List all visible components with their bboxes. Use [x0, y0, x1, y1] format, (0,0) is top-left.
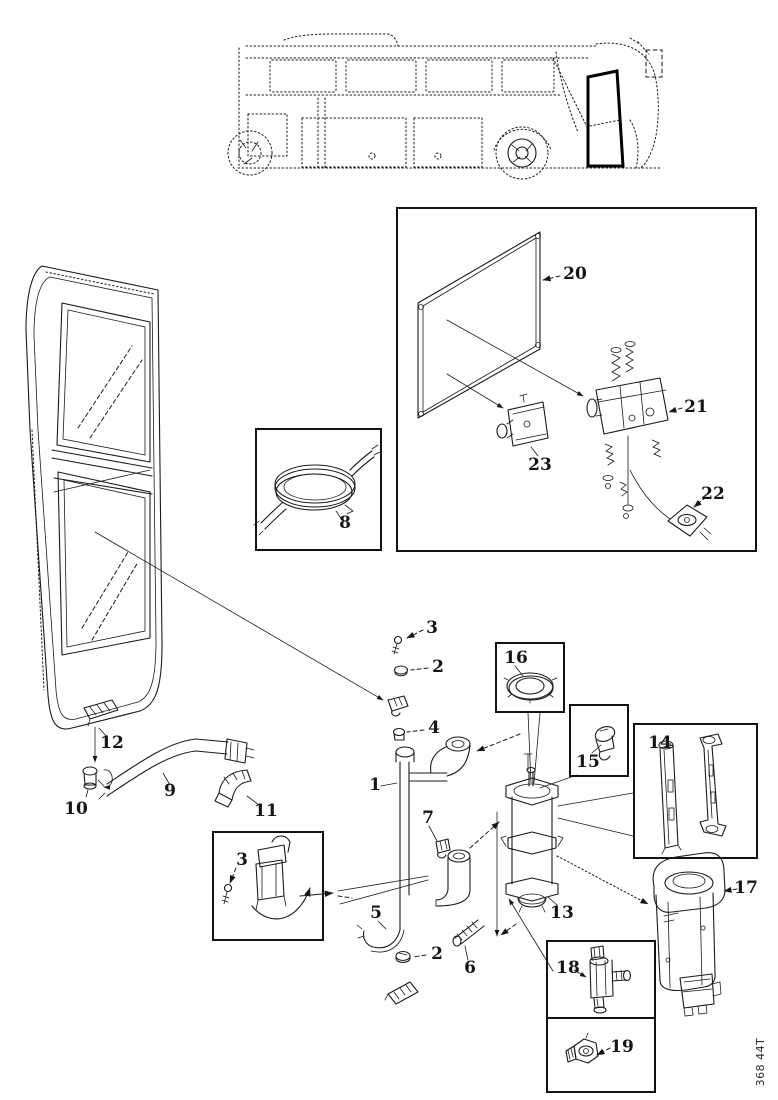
part-9-hose — [97, 738, 255, 800]
callout-13: 13 — [550, 903, 574, 923]
callout-15: 15 — [576, 752, 600, 772]
callout-12: 12 — [100, 733, 124, 753]
callout-5: 5 — [370, 903, 382, 923]
callout-16: 16 — [504, 648, 528, 668]
part-20-panel — [417, 231, 541, 419]
part-5-hose — [356, 924, 405, 953]
callout-labels: 3 2 4 1 16 15 14 12 10 9 11 3 7 5 2 6 13… — [64, 264, 758, 1057]
callout-3-box: 3 — [236, 850, 248, 870]
callout-box-19 — [546, 1017, 656, 1093]
callout-20: 20 — [563, 264, 587, 284]
part-2-nut-bottom — [395, 950, 411, 964]
leader-cylinder-to-17 — [556, 855, 649, 905]
callout-box-3 — [212, 831, 353, 941]
part-12-bracket — [83, 699, 119, 727]
assembly-arrow-6 — [500, 923, 517, 936]
callout-14: 14 — [648, 733, 672, 753]
callout-9: 9 — [164, 781, 176, 801]
part-17-canister — [652, 852, 726, 1017]
part-4-fitting — [392, 727, 406, 741]
callout-23: 23 — [528, 455, 552, 475]
door-leader-line — [94, 531, 384, 701]
bottom-bracket — [384, 981, 419, 1005]
callout-1: 1 — [369, 775, 381, 795]
panel-leader-21 — [446, 319, 584, 397]
panel-leader-23 — [446, 373, 504, 409]
part-6-threaded-fitting — [452, 919, 485, 947]
part-22-connector — [619, 469, 712, 541]
part-21-valve-block — [586, 341, 669, 506]
leader-16-to-cylinder — [527, 712, 541, 784]
drawing-code: 368 44T — [754, 1038, 767, 1087]
part-10-grommet — [82, 766, 113, 798]
callout-7: 7 — [422, 808, 434, 828]
callout-6: 6 — [464, 958, 476, 978]
callout-21: 21 — [684, 397, 708, 417]
callout-17: 17 — [734, 878, 758, 898]
part-1-pipe — [395, 746, 448, 931]
part-2-nut-top — [393, 665, 409, 677]
bus-illustration — [227, 33, 663, 180]
leader-box3-to-elbow — [337, 875, 429, 905]
part-3-screw-top — [391, 635, 403, 655]
callout-box-20-23 — [396, 207, 757, 552]
callout-19: 19 — [610, 1037, 634, 1057]
callout-10: 10 — [64, 799, 88, 819]
callout-box-14 — [633, 723, 758, 859]
part-11-bracket — [214, 769, 252, 808]
callout-2-bottom: 2 — [431, 944, 443, 964]
callout-11: 11 — [254, 801, 278, 821]
callout-2-top: 2 — [432, 657, 444, 677]
callout-8: 8 — [339, 513, 351, 533]
passenger-door — [25, 265, 384, 730]
elbow-lower — [435, 849, 471, 907]
callout-leaders — [98, 275, 738, 1056]
elbow-upper — [430, 736, 471, 777]
part-7-clamp — [435, 838, 451, 859]
callout-22: 22 — [701, 484, 725, 504]
leader-15-to-cylinder — [539, 774, 578, 789]
callout-box-16 — [495, 642, 565, 713]
assembly-arrow-upper — [476, 733, 521, 752]
callout-18: 18 — [556, 958, 580, 978]
pipe-clamp — [387, 695, 409, 717]
callout-3-top: 3 — [426, 618, 438, 638]
bus-door-highlight — [586, 69, 625, 168]
part-13-cylinder — [500, 753, 564, 913]
callout-4: 4 — [428, 718, 440, 738]
part-23-valve — [496, 393, 549, 447]
assembly-arrow-lower — [469, 821, 500, 849]
callout-box-15 — [569, 704, 629, 777]
callout-box-18 — [546, 940, 656, 1019]
leader-18-to-cylinder — [508, 898, 554, 972]
leader-cylinder-to-14 — [557, 792, 634, 837]
callout-box-8 — [253, 428, 382, 551]
